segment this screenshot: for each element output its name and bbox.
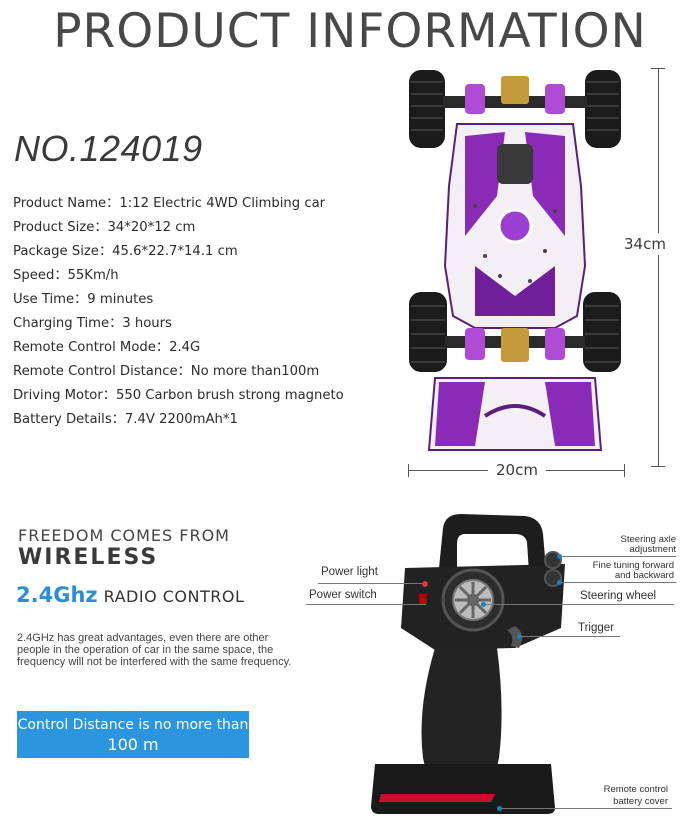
- dimension-line-vertical: [658, 68, 659, 466]
- spec-row: Product Size：34*20*12 cm: [13, 220, 196, 235]
- spec-label: Product Size: [13, 220, 95, 235]
- front-left-wheel: [409, 70, 445, 148]
- spec-row: Battery Details：7.4V 2200mAh*1: [13, 412, 238, 427]
- spec-label: Battery Details: [13, 412, 112, 427]
- spec-value: 550 Carbon brush strong magneto: [115, 388, 344, 403]
- callout-dot: [497, 806, 502, 811]
- spec-row: Product Name：1:12 Electric 4WD Climbing …: [13, 196, 326, 211]
- label-battery-cover-2: battery cover: [613, 796, 668, 807]
- rear-right-wheel: [583, 292, 621, 372]
- leader-line: [318, 583, 422, 584]
- label-steering-axle-2: adjustment: [629, 544, 676, 555]
- spec-value: 3 hours: [122, 316, 172, 331]
- leader-line: [560, 582, 676, 583]
- spec-label: Package Size: [13, 244, 99, 259]
- frequency-description: 2.4GHz has great advantages, even there …: [17, 632, 292, 668]
- leader-line: [520, 636, 620, 637]
- dimension-width-label: 20cm: [488, 461, 546, 479]
- model-number: NO.124019: [14, 128, 203, 169]
- label-battery-cover-1: Remote control: [603, 784, 668, 795]
- distance-line-2: 100 m: [107, 735, 159, 754]
- spec-row: Remote Control Distance：No more than100m: [13, 364, 320, 379]
- distance-line-1: Control Distance is no more than: [17, 717, 249, 733]
- spec-label: Charging Time: [13, 316, 110, 331]
- headline-big: WIRELESS: [18, 545, 159, 570]
- control-distance-banner: Control Distance is no more than 100 m: [17, 711, 249, 758]
- spec-value: 55Km/h: [67, 268, 119, 283]
- label-steering-wheel: Steering wheel: [580, 590, 657, 602]
- spec-value: No more than100m: [190, 364, 320, 379]
- leader-line: [484, 604, 674, 605]
- spec-row: Package Size：45.6*22.7*14.1 cm: [13, 244, 238, 259]
- label-fine-tuning-2: and backward: [614, 570, 674, 581]
- spec-label: Driving Motor: [13, 388, 103, 403]
- dimension-tick: [624, 464, 625, 477]
- callout-dot: [517, 634, 522, 639]
- spec-label: Speed: [13, 268, 55, 283]
- label-power-light: Power light: [321, 566, 378, 578]
- leader-line: [560, 556, 676, 557]
- spec-value: 9 minutes: [87, 292, 154, 307]
- spec-label: Remote Control Mode: [13, 340, 156, 355]
- dimension-tick: [651, 466, 665, 467]
- frequency-line: 2.4Ghz RADIO CONTROL: [16, 583, 244, 607]
- page-title: PRODUCT INFORMATION: [53, 4, 647, 59]
- callout-dot: [481, 602, 486, 607]
- spec-label: Product Name: [13, 196, 107, 211]
- rear-left-wheel: [409, 292, 447, 372]
- spec-label: Use Time: [13, 292, 75, 307]
- frequency-value: 2.4Ghz: [16, 583, 98, 607]
- front-right-wheel: [585, 70, 621, 148]
- headline-small: FREEDOM COMES FROM: [18, 526, 230, 545]
- spec-row: Use Time：9 minutes: [13, 292, 154, 307]
- spec-value: 7.4V 2200mAh*1: [124, 412, 238, 427]
- remote-controller-illustration: [371, 514, 565, 814]
- spec-row: Charging Time：3 hours: [13, 316, 172, 331]
- dimension-tick: [651, 68, 665, 69]
- dimension-tick: [408, 464, 409, 477]
- callout-dot: [557, 554, 562, 559]
- spec-list: Product Name：1:12 Electric 4WD Climbing …: [13, 193, 344, 433]
- label-steering-axle-1: Steering axle: [620, 534, 676, 545]
- radio-control-label: RADIO CONTROL: [103, 587, 245, 606]
- spec-value: 34*20*12 cm: [107, 220, 196, 235]
- battery-cover-graphic: [371, 764, 555, 814]
- label-trigger: Trigger: [578, 622, 614, 634]
- label-fine-tuning-1: Fine tuning forward: [592, 560, 674, 571]
- spec-value: 45.6*22.7*14.1 cm: [112, 244, 238, 259]
- remote-grip: [421, 648, 502, 776]
- spec-row: Driving Motor：550 Carbon brush strong ma…: [13, 388, 344, 403]
- spec-value: 2.4G: [169, 340, 201, 355]
- rc-car-illustration: [409, 70, 621, 451]
- spec-label: Remote Control Distance: [13, 364, 178, 379]
- spec-row: Remote Control Mode：2.4G: [13, 340, 201, 355]
- leader-line: [306, 604, 426, 605]
- dimension-length-label: 34cm: [624, 233, 666, 255]
- label-power-switch: Power switch: [309, 589, 377, 601]
- spec-value: 1:12 Electric 4WD Climbing car: [119, 196, 326, 211]
- spec-row: Speed：55Km/h: [13, 268, 119, 283]
- leader-line: [500, 808, 672, 809]
- callout-dot: [557, 580, 562, 585]
